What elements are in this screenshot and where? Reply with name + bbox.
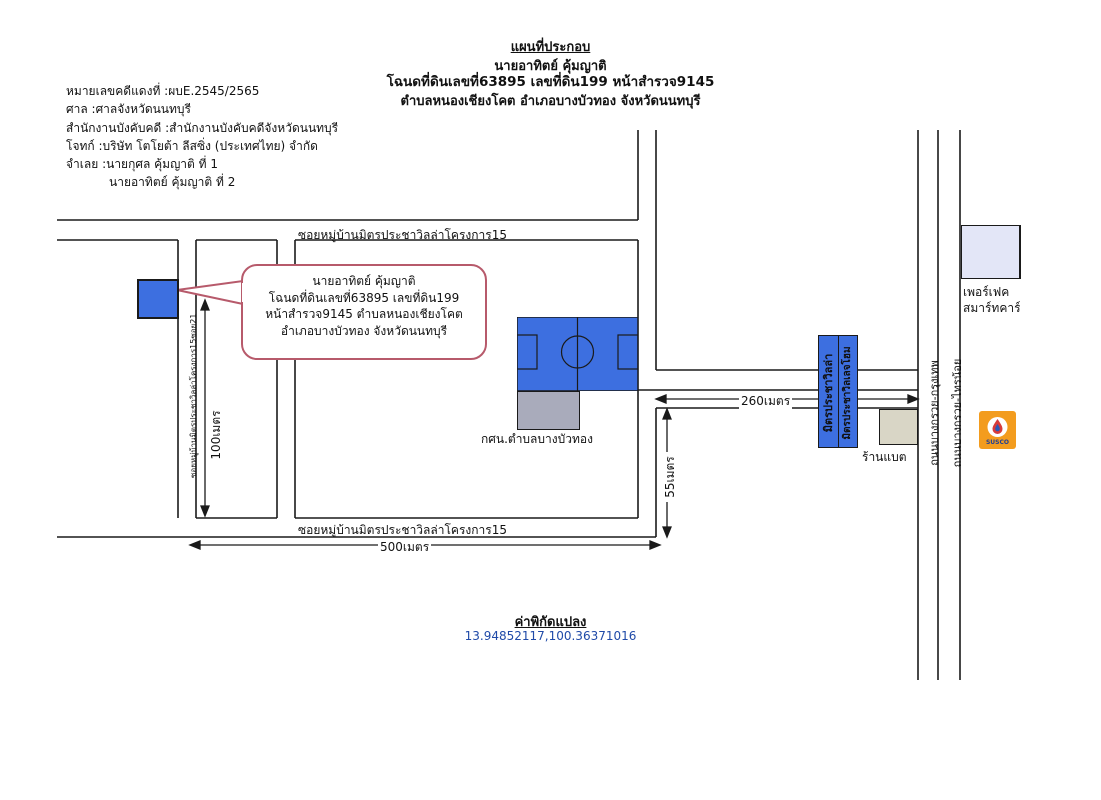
location-title: ตำบลหนองเชียงโคต อำเภอบางบัวทอง จังหวัดน… — [400, 94, 701, 109]
callout-deed: โฉนดที่ดินเลขที่63895 เลขที่ดิน199 — [268, 290, 460, 305]
callout-pointer — [176, 279, 244, 306]
perfect-label-2: สมาร์ทคาร์ — [963, 301, 1020, 315]
soi21-label: ซอยหมู่บ้านมิตรประชาวิลล่าโครงการ15ซอย21 — [189, 313, 198, 478]
callout-joint — [242, 283, 246, 302]
arrow-head — [200, 298, 210, 311]
deed-title: โฉนดที่ดินเลขที่63895 เลขที่ดิน199 หน้าส… — [386, 74, 715, 90]
plot-marker — [137, 279, 179, 319]
defendant-2: นายอาทิตย์ คุ้มญาติ ที่ 2 — [109, 175, 236, 190]
callout-district: อำเภอบางบัวทอง จังหวัดนนทบุรี — [280, 323, 448, 338]
plaintiff: โจทก์ :บริษัท โตโยต้า ลีสซิ่ง (ประเทศไทย… — [66, 138, 318, 153]
arrow-head — [649, 540, 662, 550]
dist-500-label: 500เมตร — [378, 538, 432, 557]
arrow-head — [188, 540, 201, 550]
perfect-edge — [1019, 225, 1021, 279]
dist-260-label: 260เมตร — [739, 392, 793, 411]
road-b-label: ถนนบางกรวย-ไทรน้อย — [951, 358, 964, 468]
court: ศาล :ศาลจังหวัดนนทบุรี — [66, 102, 191, 117]
arrow-head — [662, 526, 672, 539]
football-field — [517, 317, 638, 391]
plot-callout: นายอาทิตย์ คุ้มญาติ โฉนดที่ดินเลขที่6389… — [241, 264, 487, 360]
susco-drop-icon — [987, 417, 1008, 437]
sign-text-b: มิตรประชาวิลเลจโฮม — [842, 346, 853, 440]
owner-title: นายอาทิตย์ คุ้มญาติ — [494, 59, 607, 74]
coordinates-value: 13.94852117,100.36371016 — [464, 629, 637, 643]
road-a-label: ถนนบางกรวย-กรุงเทพ — [928, 360, 941, 466]
coordinates-heading: ค่าพิกัดแปลง — [514, 615, 587, 630]
perfect-label-1: เพอร์เฟค — [963, 285, 1010, 299]
arrow-head — [654, 394, 667, 404]
perfect-building — [961, 225, 1020, 279]
defendant-1: จำเลย :นายกุศล คุ้มญาติ ที่ 1 — [66, 157, 219, 172]
callout-owner: นายอาทิตย์ คุ้มญาติ — [312, 274, 416, 288]
shop-label: ร้านแบต — [862, 450, 907, 464]
sign-text-a: มิตรประชาวิลล่า — [822, 353, 835, 433]
case-info: หมายเลขคดีแดงที่ :ผบE.2545/2565 ศาล :ศาล… — [66, 82, 338, 192]
soi-top-label: ซอยหมู่บ้านมิตรประชาวิลล่าโครงการ15 — [298, 228, 507, 242]
dist-55-label: 55เมตร — [661, 452, 677, 502]
enforcement-office: สำนักงานบังคับคดี :สำนักงานบังคับคดีจังห… — [66, 120, 339, 135]
dist-100-label: 100เมตร — [207, 405, 223, 465]
arrow-head — [907, 394, 920, 404]
soi-bottom-label: ซอยหมู่บ้านมิตรประชาวิลล่าโครงการ15 — [298, 523, 507, 537]
arrow-head — [662, 407, 672, 420]
map-heading: แผนที่ประกอบ — [510, 40, 591, 55]
callout-survey: หน้าสำรวจ9145 ตำบลหนองเชียงโคต — [265, 307, 463, 321]
susco-logo: SUSCO — [979, 411, 1016, 449]
case-number: หมายเลขคดีแดงที่ :ผบE.2545/2565 — [66, 84, 260, 98]
school-label: กศน.ตำบลบางบัวทอง — [481, 432, 593, 446]
susco-text: SUSCO — [985, 439, 1010, 446]
battery-shop — [879, 409, 918, 445]
school-building — [517, 391, 580, 430]
arrow-head — [200, 505, 210, 518]
sign-divider — [838, 335, 839, 448]
